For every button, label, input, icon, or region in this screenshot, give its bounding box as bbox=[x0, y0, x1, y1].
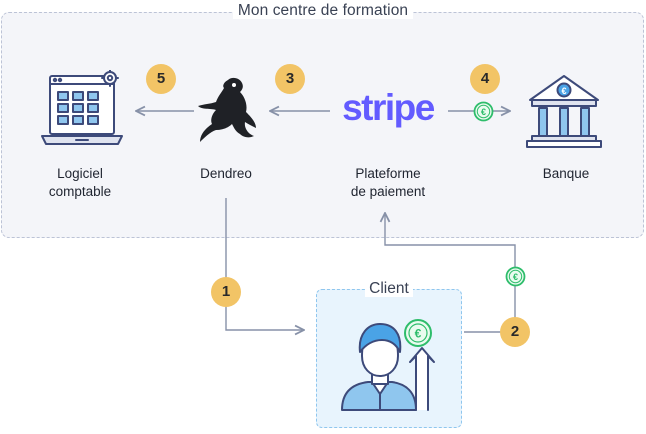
client-title-wrap: Client bbox=[316, 280, 462, 298]
client-euro-symbol: € bbox=[415, 327, 422, 341]
frog-logo-icon bbox=[198, 77, 256, 142]
bank-icon: € bbox=[526, 75, 602, 148]
client-euro-coin-icon: € bbox=[404, 319, 432, 347]
client-growth-icon bbox=[341, 323, 435, 411]
stripe-logo: stripe bbox=[342, 87, 435, 128]
step-badge-3: 3 bbox=[275, 64, 305, 94]
euro-coin-icon: € bbox=[473, 101, 494, 122]
euro-coin-icon: € bbox=[505, 266, 526, 287]
flow-dendreo-to-client bbox=[225, 198, 304, 330]
logiciel-label: Logiciel comptable bbox=[48, 166, 112, 199]
step-badge-2: 2 bbox=[500, 317, 530, 347]
banque-label: Banque bbox=[542, 166, 590, 181]
step-badge-4: 4 bbox=[470, 64, 500, 94]
euro-coin-symbol: € bbox=[513, 272, 518, 282]
step-badge-5: 5 bbox=[146, 64, 176, 94]
flow-client-to-stripe bbox=[385, 213, 516, 333]
client-title: Client bbox=[365, 280, 413, 297]
bank-euro-symbol: € bbox=[561, 86, 566, 96]
step-badge-1: 1 bbox=[211, 277, 241, 307]
plateforme-label: Plateforme de paiement bbox=[350, 166, 426, 199]
euro-coin-symbol: € bbox=[481, 107, 486, 117]
dendreo-label: Dendreo bbox=[200, 166, 252, 181]
accounting-software-icon bbox=[41, 70, 123, 145]
